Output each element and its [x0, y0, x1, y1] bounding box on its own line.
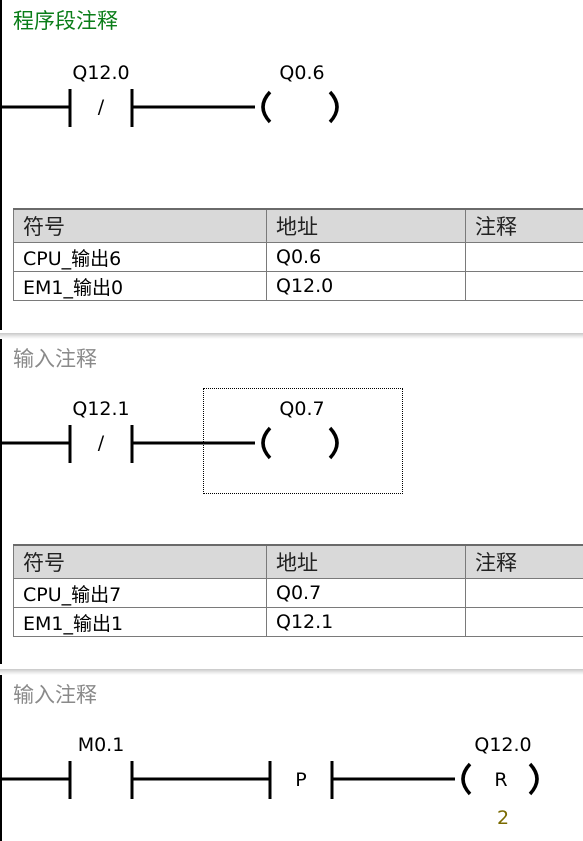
column-header-comment: 注释 — [465, 208, 583, 243]
edge-symbol: P — [295, 769, 306, 791]
cell-symbol[interactable]: CPU_输出6 — [13, 242, 267, 272]
power-rail — [0, 339, 2, 664]
cell-comment[interactable] — [465, 242, 583, 272]
table-header-row: 符号 地址 注释 — [13, 544, 583, 579]
cell-comment[interactable] — [465, 578, 583, 608]
power-rail — [0, 0, 2, 330]
cell-address[interactable]: Q0.7 — [266, 578, 466, 608]
coil-count[interactable]: 2 — [497, 807, 509, 829]
output-coil[interactable] — [261, 426, 339, 460]
normally-closed-contact[interactable]: / — [68, 425, 134, 463]
cell-address[interactable]: Q12.0 — [266, 271, 466, 301]
symbol-table: 符号 地址 注释 CPU_输出6 Q0.6 EM1_输出0 Q12.0 — [13, 208, 583, 301]
selection-box — [203, 388, 403, 494]
network-1[interactable]: 程序段注释 / Q12.0 Q0.6 符号 地址 注释 CPU_输出6 — [0, 0, 583, 330]
output-coil[interactable] — [261, 90, 339, 124]
contact-address[interactable]: Q12.1 — [72, 398, 129, 420]
network-comment[interactable]: 输入注释 — [13, 347, 97, 371]
network-3[interactable]: 输入注释 M0.1 P R Q12.0 2 — [0, 675, 583, 841]
cell-symbol[interactable]: EM1_输出0 — [13, 271, 267, 301]
cell-comment[interactable] — [465, 271, 583, 301]
table-row[interactable]: CPU_输出7 Q0.7 — [13, 578, 583, 608]
power-rail — [0, 675, 2, 841]
network-comment[interactable]: 程序段注释 — [13, 9, 118, 33]
symbol-table: 符号 地址 注释 CPU_输出7 Q0.7 EM1_输出1 Q12.1 — [13, 544, 583, 637]
cell-symbol[interactable]: CPU_输出7 — [13, 578, 267, 608]
column-header-symbol: 符号 — [13, 544, 267, 579]
contact-symbol: / — [98, 432, 105, 454]
contact-address[interactable]: M0.1 — [78, 734, 125, 756]
contact-symbol: / — [98, 96, 105, 118]
cell-comment[interactable] — [465, 607, 583, 637]
network-comment[interactable]: 输入注释 — [13, 683, 97, 707]
cell-address[interactable]: Q0.6 — [266, 242, 466, 272]
table-row[interactable]: EM1_输出1 Q12.1 — [13, 607, 583, 637]
normally-open-contact[interactable] — [68, 761, 134, 799]
table-row[interactable]: EM1_输出0 Q12.0 — [13, 271, 583, 301]
cell-address[interactable]: Q12.1 — [266, 607, 466, 637]
ladder-rung: M0.1 P R Q12.0 2 — [2, 734, 539, 829]
column-header-address: 地址 — [266, 544, 466, 579]
column-header-symbol: 符号 — [13, 208, 267, 243]
network-2[interactable]: 输入注释 / Q12.1 Q0.7 符号 地址 注释 CPU_输出7 — [0, 339, 583, 664]
coil-address[interactable]: Q0.6 — [279, 62, 324, 84]
positive-edge-contact[interactable]: P — [268, 761, 334, 799]
ladder-rung: / Q12.1 Q0.7 — [2, 398, 339, 463]
network-separator — [0, 333, 583, 339]
normally-closed-contact[interactable]: / — [68, 89, 134, 127]
cell-symbol[interactable]: EM1_输出1 — [13, 607, 267, 637]
table-row[interactable]: CPU_输出6 Q0.6 — [13, 242, 583, 272]
ladder-rung: / Q12.0 Q0.6 — [2, 62, 339, 127]
contact-address[interactable]: Q12.0 — [72, 62, 129, 84]
network-separator — [0, 669, 583, 675]
reset-coil[interactable]: R — [461, 762, 539, 796]
coil-address[interactable]: Q0.7 — [279, 398, 324, 420]
column-header-address: 地址 — [266, 208, 466, 243]
coil-symbol: R — [494, 769, 507, 791]
coil-address[interactable]: Q12.0 — [474, 734, 531, 756]
table-header-row: 符号 地址 注释 — [13, 208, 583, 243]
column-header-comment: 注释 — [465, 544, 583, 579]
